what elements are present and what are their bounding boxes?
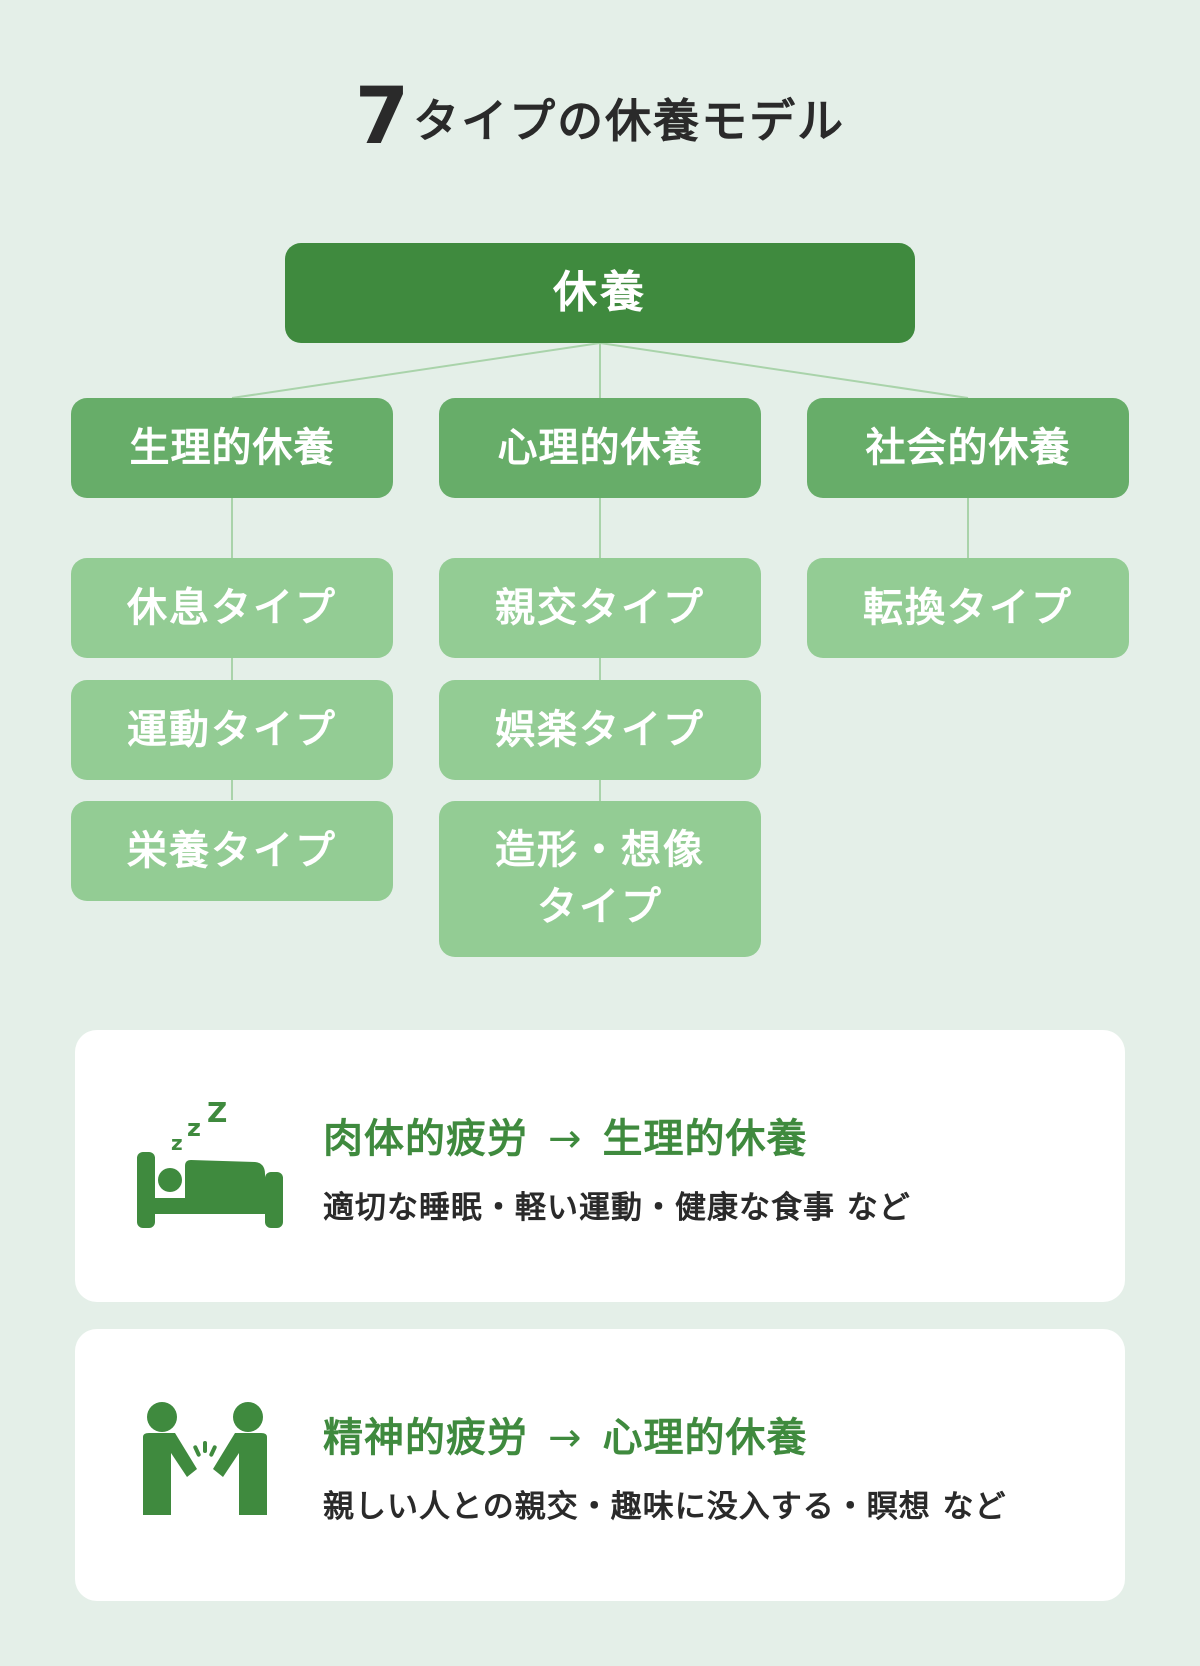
type-switching: 転換タイプ [807, 558, 1129, 658]
title-text: タイプの休養モデル [413, 94, 846, 148]
type-exercise: 運動タイプ [71, 680, 393, 780]
sleeping-in-bed-icon: z z Z [137, 1102, 283, 1228]
card1-heading: 肉体的疲労 → 生理的休養 [323, 1106, 808, 1164]
svg-text:Z: Z [207, 1102, 227, 1129]
connector-root-cat3 [599, 342, 969, 399]
card1-examples: 適切な睡眠・軽い運動・健康な食事 など [323, 1190, 911, 1226]
type-nutrition: 栄養タイプ [71, 801, 393, 901]
card2-heading: 精神的疲労 → 心理的休養 [323, 1405, 808, 1463]
people-talking-icon [143, 1402, 267, 1515]
page-title: 7タイプの休養モデル [0, 72, 1200, 162]
type-entertainment: 娯楽タイプ [439, 680, 761, 780]
title-number: 7 [354, 72, 412, 162]
mental-fatigue-card: 精神的疲労 → 心理的休養 親しい人との親交・趣味に没入する・瞑想 など [75, 1329, 1125, 1601]
svg-text:z: z [187, 1114, 201, 1142]
arrow-icon: → [548, 1116, 583, 1162]
root-node: 休養 [285, 243, 915, 343]
type-rest: 休息タイプ [71, 558, 393, 658]
category-social: 社会的休養 [807, 398, 1129, 498]
card2-examples: 親しい人との親交・趣味に没入する・瞑想 など [323, 1489, 1007, 1525]
connector-root-cat1 [231, 342, 601, 399]
fatigue-label: 肉体的疲労 [323, 1116, 528, 1162]
type-creation-imagination: 造形・想像 タイプ [439, 801, 761, 957]
category-physiological: 生理的休養 [71, 398, 393, 498]
rest-label: 生理的休養 [602, 1116, 808, 1162]
fatigue-label: 精神的疲労 [323, 1415, 528, 1461]
arrow-icon: → [548, 1415, 583, 1461]
svg-text:z: z [171, 1131, 183, 1155]
type-socializing: 親交タイプ [439, 558, 761, 658]
physical-fatigue-card: z z Z 肉体的疲労 → 生理的休養 適切な睡眠・軽い運動・健康な食事 など [75, 1030, 1125, 1302]
rest-label: 心理的休養 [602, 1415, 808, 1461]
category-psychological: 心理的休養 [439, 398, 761, 498]
